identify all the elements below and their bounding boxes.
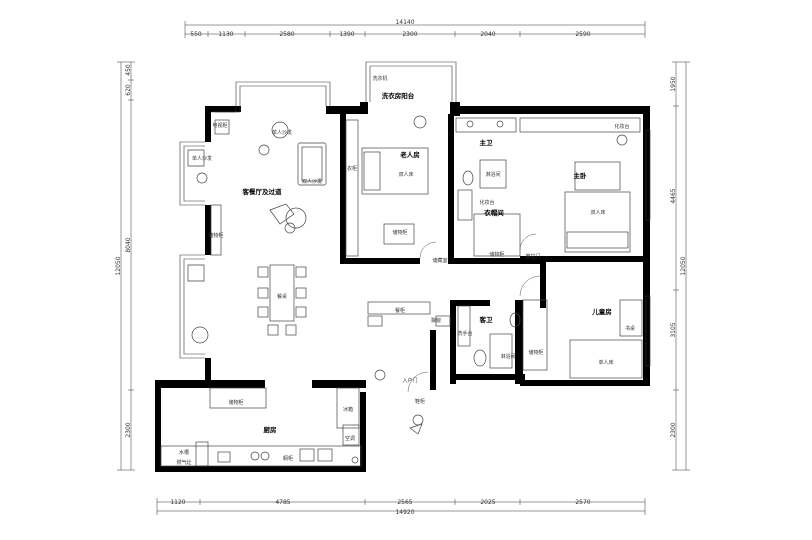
top-dim-3: 2580 bbox=[279, 31, 294, 38]
label-dresser: 化妆台 bbox=[614, 123, 629, 130]
top-dim-6: 2040 bbox=[480, 31, 495, 38]
right-dim-4: 2300 bbox=[670, 422, 677, 437]
label-kitchen-cab: 橱柜 bbox=[283, 455, 293, 462]
label-dining: 餐桌 bbox=[277, 293, 287, 300]
label-bay-window: 飘窗 bbox=[431, 317, 441, 324]
label-cabinet-b: 储物柜 bbox=[228, 399, 243, 406]
label-sliding-door: 推拉门 bbox=[525, 253, 540, 260]
right-dimensions: 12050 1950 4465 3105 2300 bbox=[670, 61, 690, 471]
bottom-dim-3: 2565 bbox=[397, 499, 412, 506]
room-kitchen: 厨房 bbox=[264, 425, 278, 434]
room-master-bath: 主卫 bbox=[480, 138, 494, 147]
label-wardrobe-b: 储物柜 bbox=[489, 251, 504, 258]
label-wardrobe-a: 储物柜 bbox=[392, 229, 407, 236]
corridor-cabinets bbox=[367, 301, 451, 381]
label-air-con: 空调 bbox=[345, 435, 355, 442]
bottom-dim-1: 1120 bbox=[170, 499, 185, 506]
left-dimensions: 12050 450 620 8040 2300 bbox=[115, 61, 135, 471]
room-elder: 老人房 bbox=[399, 150, 420, 159]
walls bbox=[155, 102, 650, 472]
label-shower-b: 淋浴间 bbox=[500, 353, 515, 360]
left-dim-1: 450 bbox=[125, 64, 132, 76]
room-cloak: 衣帽间 bbox=[484, 208, 504, 217]
label-single-sofa-b: 单人沙发 bbox=[192, 155, 212, 162]
label-pantry: 餐柜 bbox=[395, 307, 405, 314]
right-dim-2: 4465 bbox=[670, 188, 677, 203]
elder-room-furniture bbox=[345, 115, 437, 259]
label-gas-stove: 燃气灶 bbox=[176, 459, 191, 466]
label-store: 储藏室 bbox=[432, 257, 447, 264]
room-service-balcony: 洗衣房阳台 bbox=[382, 91, 415, 100]
top-total-dim: 14140 bbox=[395, 19, 414, 26]
right-dim-1: 1950 bbox=[670, 76, 677, 91]
master-furniture bbox=[455, 117, 641, 257]
right-total-dim: 12050 bbox=[680, 256, 687, 275]
bay-windows bbox=[179, 61, 651, 367]
top-dim-7: 2590 bbox=[575, 31, 590, 38]
living-furniture bbox=[187, 119, 327, 344]
bottom-dim-4: 2025 bbox=[480, 499, 495, 506]
top-dim-5: 2300 bbox=[402, 31, 417, 38]
label-shower: 淋浴间 bbox=[485, 171, 500, 178]
label-single-sofa: 单人沙发 bbox=[272, 129, 292, 136]
label-shoe-cabinet: 鞋柜 bbox=[415, 398, 425, 405]
room-master: 主卧 bbox=[574, 171, 588, 180]
label-wardrobe: 衣柜 bbox=[347, 165, 357, 172]
entry-door bbox=[407, 371, 429, 435]
label-double-bed: 双人床 bbox=[398, 171, 413, 178]
bottom-dim-2: 4785 bbox=[275, 499, 290, 506]
left-dim-3: 8040 bbox=[125, 237, 132, 252]
label-washbasin: 洗手台 bbox=[457, 330, 472, 337]
label-entry: 入户门 bbox=[402, 377, 417, 384]
label-double-sofa: 双人沙发 bbox=[302, 178, 322, 185]
label-sink: 水槽 bbox=[179, 449, 189, 456]
label-double-bed-b: 双人床 bbox=[590, 209, 605, 216]
left-total-dim: 12050 bbox=[115, 256, 122, 275]
label-desk: 书桌 bbox=[625, 325, 635, 332]
top-dim-2: 1130 bbox=[218, 31, 233, 38]
child-room-furniture bbox=[457, 275, 643, 379]
label-dresser-b: 化妆台 bbox=[479, 199, 494, 206]
label-single-bed: 单人床 bbox=[598, 359, 613, 366]
label-washer: 洗衣机 bbox=[372, 75, 387, 82]
label-fridge: 冰箱 bbox=[343, 406, 353, 413]
top-dimensions: 14140 550 1130 2580 1390 2300 2040 2590 bbox=[184, 19, 646, 38]
kitchen-furniture bbox=[160, 387, 362, 467]
bottom-dim-5: 2570 bbox=[575, 499, 590, 506]
bottom-total-dim: 14920 bbox=[395, 509, 414, 516]
room-child: 儿童房 bbox=[591, 307, 612, 316]
top-dim-1: 550 bbox=[190, 31, 202, 38]
bottom-dimensions: 1120 4785 2565 2025 2570 14920 bbox=[156, 498, 646, 516]
label-cabinet: 储物柜 bbox=[208, 232, 223, 239]
left-dim-2: 620 bbox=[125, 84, 132, 96]
room-living: 客餐厅及过道 bbox=[242, 187, 283, 196]
label-cabinet-c: 储物柜 bbox=[528, 349, 543, 356]
top-dim-4: 1390 bbox=[339, 31, 354, 38]
right-dim-3: 3105 bbox=[670, 322, 677, 337]
left-dim-4: 2300 bbox=[125, 422, 132, 437]
label-tv: 电视柜 bbox=[212, 122, 227, 129]
room-guest-bath: 客卫 bbox=[479, 315, 494, 324]
